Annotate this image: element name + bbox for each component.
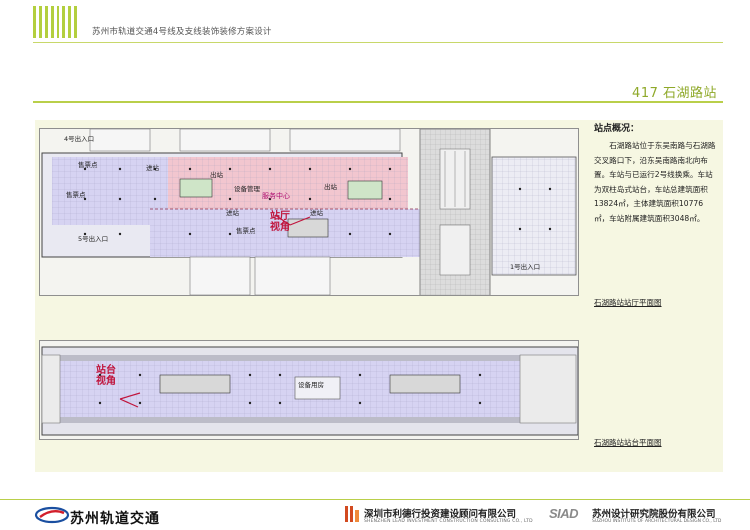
ticket-point-label-3: 售票点 bbox=[236, 227, 256, 235]
siad-logo: SIAD bbox=[549, 506, 579, 521]
overview-heading: 站点概况： bbox=[594, 124, 640, 134]
enter-label-1: 进站 bbox=[146, 164, 159, 172]
hall-floor-plan: 4号出入口 5号出入口 1号出入口 售票点 售票点 售票点 进站 进站 进站 出… bbox=[39, 128, 579, 296]
brand-stripes-logo bbox=[33, 6, 77, 38]
hall-plan-caption: 石湖路站站厅平面图 bbox=[594, 298, 662, 307]
exit-1-label: 1号出入口 bbox=[510, 263, 541, 271]
ticket-point-label-1: 售票点 bbox=[78, 161, 98, 169]
header-divider bbox=[33, 42, 723, 43]
platform-floor-plan: 站台 视角 设备用房 bbox=[39, 340, 579, 440]
hall-view-label: 站厅 视角 bbox=[270, 211, 290, 233]
station-title: 417 石湖路站 bbox=[632, 86, 717, 101]
document-title: 苏州市轨道交通4号线及支线装饰装修方案设计 bbox=[92, 27, 272, 37]
exit-5-label: 5号出入口 bbox=[78, 235, 109, 243]
siad-english-name: SUZHOU INSTITUTE OF ARCHITECTURAL DESIGN… bbox=[592, 519, 722, 524]
hall-plan-drawing bbox=[41, 129, 577, 295]
ticket-point-label-2: 售票点 bbox=[66, 191, 86, 199]
lead-consulting-logo-icon bbox=[345, 506, 359, 522]
footer: 苏州轨道交通 深圳市利德行投资建设顾问有限公司 SHENZHEN LEAD IN… bbox=[0, 500, 750, 530]
enter-label-2: 进站 bbox=[226, 209, 239, 217]
exit-4-label: 4号出入口 bbox=[64, 135, 95, 143]
platform-center-label: 设备用房 bbox=[298, 381, 324, 389]
overview-body: 石湖路站位于东吴南路与石湖路交叉路口下，沿东吴南路南北向布置。车站与已运行2号线… bbox=[594, 141, 716, 223]
service-center-label: 服务中心 bbox=[262, 192, 290, 200]
lead-consulting-name: 深圳市利德行投资建设顾问有限公司 bbox=[364, 509, 517, 520]
platform-plan-caption: 石湖路站站台平面图 bbox=[594, 438, 662, 447]
exit-label-b: 出站 bbox=[324, 183, 337, 191]
enter-label-3: 进站 bbox=[310, 209, 323, 217]
title-divider bbox=[33, 101, 723, 103]
platform-plan-drawing bbox=[41, 346, 578, 436]
lead-consulting-english-name: SHENZHEN LEAD INVESTMENT CONSTRUCTION CO… bbox=[364, 519, 533, 524]
exit-label-a: 出站 bbox=[210, 171, 223, 179]
suzhou-metro-logo-icon bbox=[34, 506, 70, 524]
suzhou-metro-name: 苏州轨道交通 bbox=[70, 511, 160, 527]
footer-divider bbox=[0, 499, 750, 500]
platform-view-label: 站台 视角 bbox=[96, 365, 116, 387]
siad-name: 苏州设计研究院股份有限公司 bbox=[592, 509, 716, 520]
equipment-label: 设备管理 bbox=[234, 185, 260, 193]
hall-view-arrow bbox=[274, 214, 311, 226]
platform-view-arrow bbox=[119, 392, 141, 408]
